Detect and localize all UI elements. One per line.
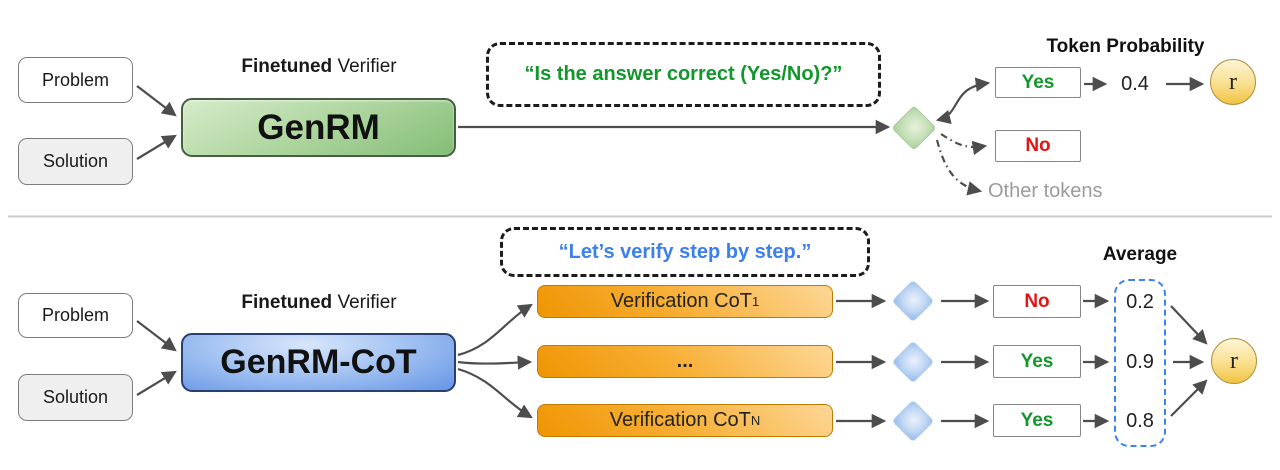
prompt-text-bottom: “Let’s verify step by step.”: [558, 240, 812, 263]
genrm-cot-label: GenRM-CoT: [220, 343, 417, 381]
arrow-diamond-to-other: [935, 139, 983, 196]
genrm-box: GenRM: [181, 98, 456, 157]
problem-label: Problem: [41, 69, 110, 90]
prompt-text-top: “Is the answer correct (Yes/No)?”: [524, 63, 843, 85]
arrow-problem-to-genrm: [136, 85, 177, 117]
problem-box-bottom: Problem: [18, 293, 133, 338]
reward-label-bottom: r: [1230, 347, 1238, 374]
no-token-box-top: No: [995, 130, 1081, 162]
solution-label: Solution: [42, 151, 109, 171]
arrow-genrmcot-to-cot1: [457, 303, 533, 357]
arrow-solution-to-genrm: [136, 134, 177, 160]
arrow-problem-to-genrmcot: [136, 320, 177, 352]
score-value-3: 0.8: [1126, 409, 1154, 432]
problem-box-top: Problem: [18, 57, 133, 103]
reward-circle-top: r: [1210, 59, 1256, 105]
arrow-score3-to-reward: [1170, 379, 1208, 417]
genrm-label: GenRM: [257, 107, 380, 147]
arrow-solution-to-genrmcot: [136, 370, 177, 396]
yes-token-label: Yes: [1021, 71, 1055, 93]
reward-label-top: r: [1229, 68, 1237, 95]
score-value-2: 0.9: [1126, 350, 1154, 373]
arrow-diamond-to-no: [940, 133, 988, 156]
genrm-cot-box: GenRM-CoT: [181, 333, 456, 392]
token-probability-label: Token Probability: [1046, 36, 1205, 57]
answer-box-1: No: [993, 285, 1081, 318]
problem-label: Problem: [41, 305, 110, 325]
average-label: Average: [1102, 244, 1178, 265]
solution-label: Solution: [42, 387, 109, 407]
arrow-genrmcot-to-cot3: [457, 367, 533, 419]
arrow-genrmcot-to-cot2: [457, 355, 533, 370]
prompt-box-bottom: “Let’s verify step by step.”: [500, 227, 870, 277]
finetuned-verifier-label-bottom: Finetuned Verifier: [241, 292, 397, 313]
finetuned-verifier-label-top: Finetuned Verifier: [241, 56, 397, 77]
arrow-diamond-to-yes: [935, 77, 991, 125]
prompt-box-top: “Is the answer correct (Yes/No)?”: [486, 42, 881, 107]
no-token-label: No: [1025, 135, 1051, 156]
arrow-score1-to-reward: [1170, 305, 1208, 345]
solution-box-top: Solution: [18, 138, 133, 185]
verification-cot-box-2: ...: [537, 345, 833, 378]
yes-token-box-top: Yes: [995, 67, 1081, 98]
average-dashed-box: [1114, 279, 1166, 447]
reward-circle-bottom: r: [1211, 338, 1257, 384]
yes-probability-value: 0.4: [1121, 72, 1149, 95]
solution-box-bottom: Solution: [18, 374, 133, 421]
score-value-1: 0.2: [1126, 290, 1154, 313]
answer-box-2: Yes: [993, 345, 1081, 378]
answer-box-3: Yes: [993, 404, 1081, 437]
other-tokens-label: Other tokens: [988, 179, 1103, 202]
